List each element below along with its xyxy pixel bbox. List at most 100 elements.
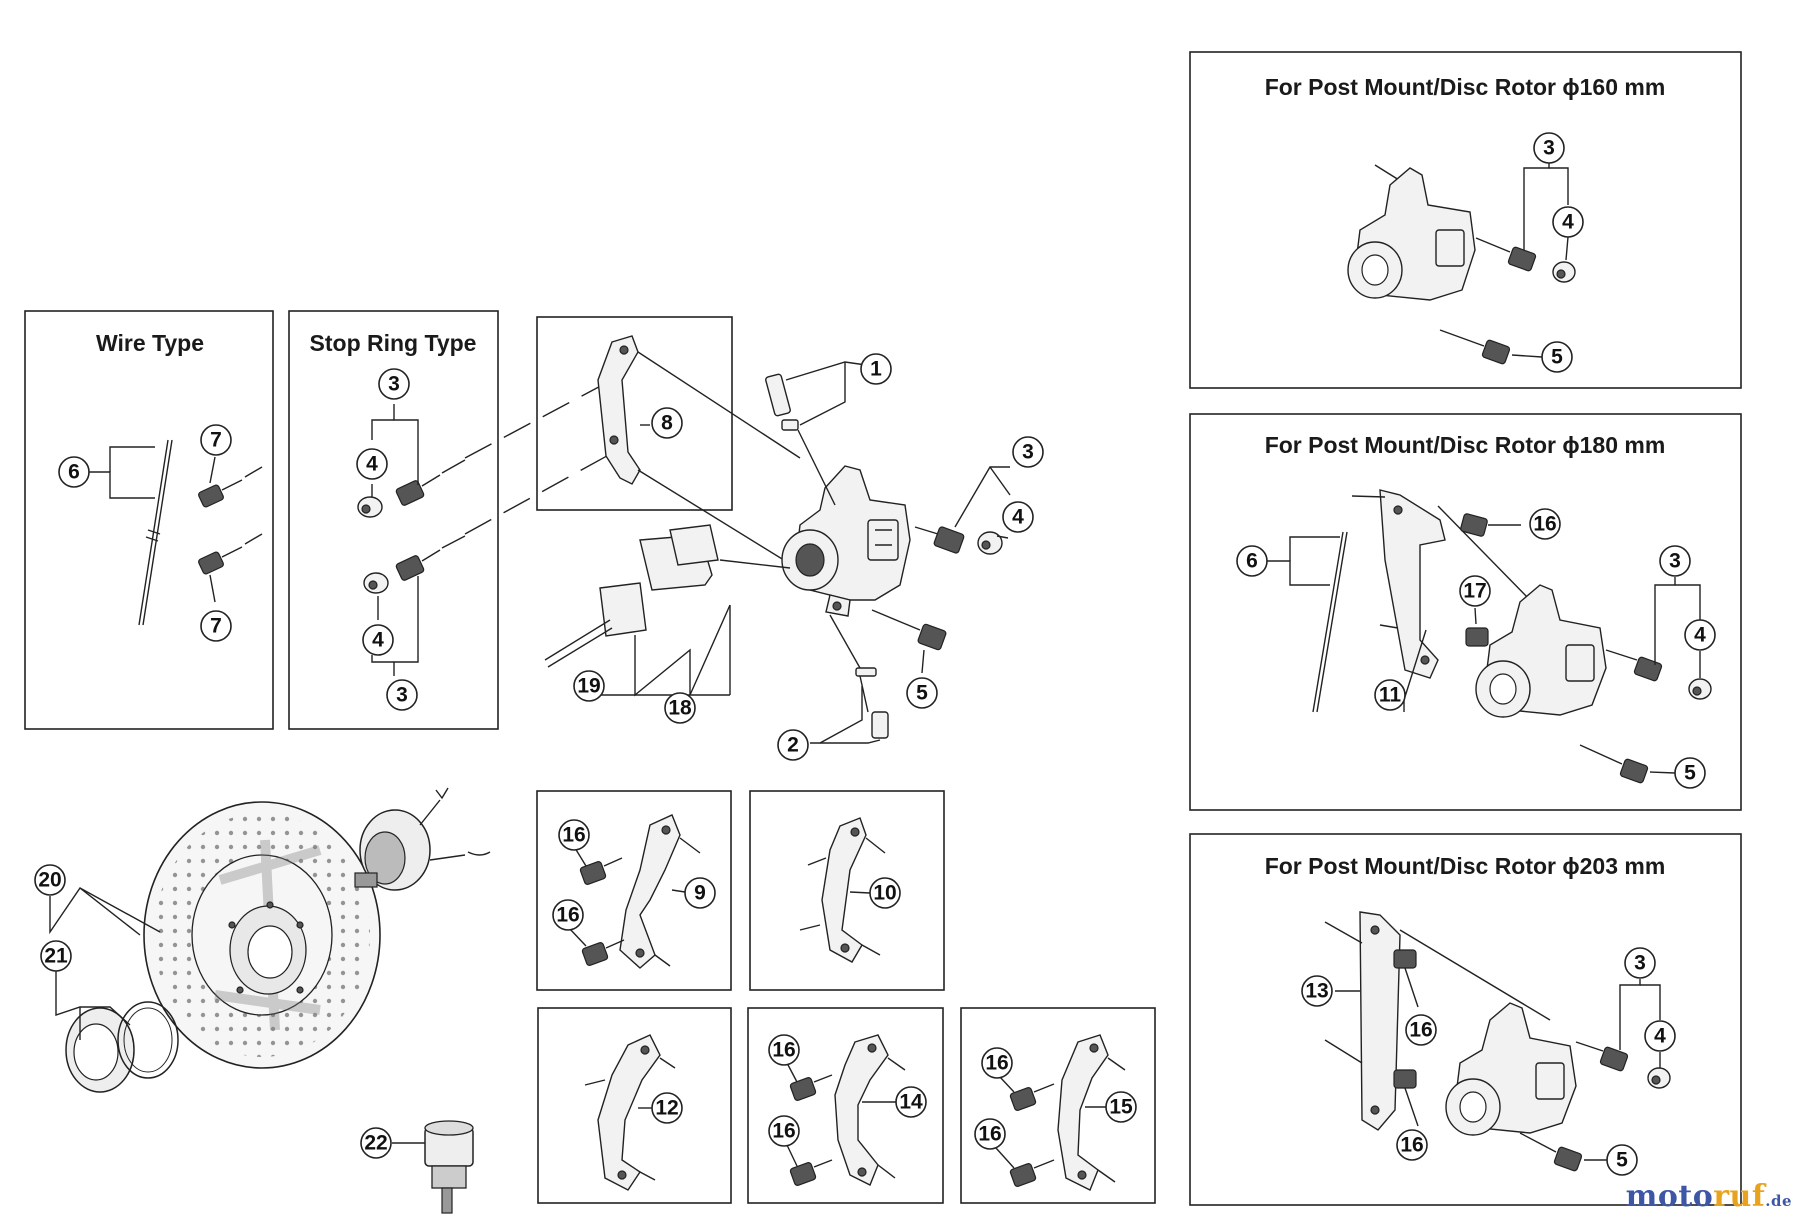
callout-adapter-16e: 16 (981, 1047, 1013, 1079)
screw-1 (765, 373, 836, 506)
svg-text:9: 9 (694, 882, 706, 905)
svg-text:16: 16 (978, 1123, 1001, 1146)
callout-6: 6 (58, 456, 90, 488)
svg-text:5: 5 (916, 682, 928, 705)
svg-text:4: 4 (1562, 211, 1574, 234)
callout-1: 1 (860, 353, 892, 385)
svg-text:10: 10 (873, 882, 896, 905)
bolt-3-lower (395, 549, 441, 581)
callout-4-top: 4 (356, 448, 388, 480)
adapter-9: 16 16 9 (552, 814, 716, 969)
callout-3: 3 (1012, 436, 1044, 468)
adapter-15-box (960, 1007, 1156, 1204)
hub (354, 787, 491, 891)
svg-text:2: 2 (787, 734, 799, 757)
svg-text:4: 4 (366, 453, 378, 476)
svg-text:16: 16 (1533, 513, 1556, 536)
svg-text:3: 3 (1022, 441, 1034, 464)
callout-180-5: 5 (1674, 757, 1706, 789)
adapter-9-box (536, 790, 732, 991)
svg-text:13: 13 (1305, 980, 1328, 1003)
wire-type-title: Wire Type (96, 330, 204, 356)
callout-4: 4 (1002, 501, 1034, 533)
brake-pads-18 (544, 524, 791, 668)
bolt-7-lower (198, 546, 243, 575)
post-180-title: For Post Mount/Disc Rotor ϕ180 mm (1265, 432, 1666, 458)
screw-2 (829, 614, 889, 739)
svg-text:1: 1 (870, 358, 882, 381)
callout-180-4: 4 (1684, 619, 1716, 651)
callouts-rotor: 20 21 22 (34, 864, 392, 1159)
post-180-box (1189, 413, 1742, 811)
callout-22: 22 (360, 1127, 392, 1159)
ring-4-lower (363, 572, 389, 594)
callout-adapter-16f: 16 (974, 1118, 1006, 1150)
svg-text:4: 4 (1012, 506, 1024, 529)
svg-text:17: 17 (1463, 580, 1486, 603)
callout-8: 8 (651, 407, 683, 439)
svg-text:16: 16 (556, 904, 579, 927)
site-watermark: motoruf.de (1625, 1179, 1792, 1214)
svg-text:6: 6 (1246, 550, 1258, 573)
wire-type-parts (88, 439, 263, 626)
leader-1 (785, 361, 867, 381)
callout-160-3: 3 (1533, 132, 1565, 164)
callout-180-16: 16 (1529, 508, 1561, 540)
callout-adapter-12: 12 (651, 1092, 683, 1124)
wire-type-box (24, 310, 274, 730)
post-160-box (1189, 51, 1742, 389)
callout-adapter-16b: 16 (552, 899, 584, 931)
callout-180-3: 3 (1659, 545, 1691, 577)
adapter-8 (597, 335, 801, 571)
callout-2: 2 (777, 729, 809, 761)
svg-text:5: 5 (1551, 346, 1563, 369)
svg-text:16: 16 (562, 824, 585, 847)
svg-text:3: 3 (396, 684, 408, 707)
stop-ring-type-box (288, 310, 499, 730)
callout-7-lower: 7 (200, 610, 232, 642)
callout-adapter-14: 14 (895, 1086, 927, 1118)
ring-4-upper (357, 496, 383, 518)
svg-text:4: 4 (1654, 1025, 1666, 1048)
callout-20: 20 (34, 864, 66, 896)
stop-ring-type-title: Stop Ring Type (310, 330, 477, 356)
callout-19: 19 (573, 670, 605, 702)
svg-text:4: 4 (372, 629, 384, 652)
svg-text:16: 16 (772, 1039, 795, 1062)
svg-text:14: 14 (899, 1091, 923, 1114)
callout-3-bottom: 3 (386, 679, 418, 711)
callout-203-4: 4 (1644, 1020, 1676, 1052)
callout-203-16-upper: 16 (1405, 1014, 1437, 1046)
post-160-caliper: 3 4 5 (1347, 132, 1584, 373)
adapter-10: 10 (799, 817, 901, 963)
svg-text:16: 16 (985, 1052, 1008, 1075)
svg-text:15: 15 (1109, 1096, 1133, 1119)
bolt-5-main (871, 609, 947, 651)
callout-160-5: 5 (1541, 341, 1573, 373)
callout-203-3: 3 (1624, 947, 1656, 979)
svg-text:3: 3 (1634, 952, 1646, 975)
lock-ring (65, 1001, 179, 1093)
callout-5: 5 (906, 677, 938, 709)
svg-text:22: 22 (364, 1132, 387, 1155)
callout-adapter-10: 10 (869, 877, 901, 909)
adapter-15: 16 16 15 (974, 1034, 1137, 1191)
svg-text:3: 3 (388, 373, 400, 396)
svg-text:4: 4 (1694, 624, 1706, 647)
callout-7-upper: 7 (200, 424, 232, 456)
adapter-12-box (537, 1007, 732, 1204)
callout-3-top: 3 (378, 368, 410, 400)
svg-text:6: 6 (68, 461, 80, 484)
post-180-caliper: 16 6 17 11 3 4 5 (1236, 489, 1716, 789)
adapter-12: 12 (584, 1034, 683, 1191)
callout-adapter-16a: 16 (558, 819, 590, 851)
main-caliper (781, 465, 911, 617)
bolt-3-main (914, 526, 1003, 555)
adapter-14: 16 16 14 (768, 1034, 927, 1186)
svg-text:5: 5 (1616, 1149, 1628, 1172)
svg-text:5: 5 (1684, 762, 1696, 785)
svg-text:16: 16 (1400, 1134, 1423, 1157)
svg-text:3: 3 (1669, 550, 1681, 573)
svg-text:7: 7 (210, 615, 222, 638)
